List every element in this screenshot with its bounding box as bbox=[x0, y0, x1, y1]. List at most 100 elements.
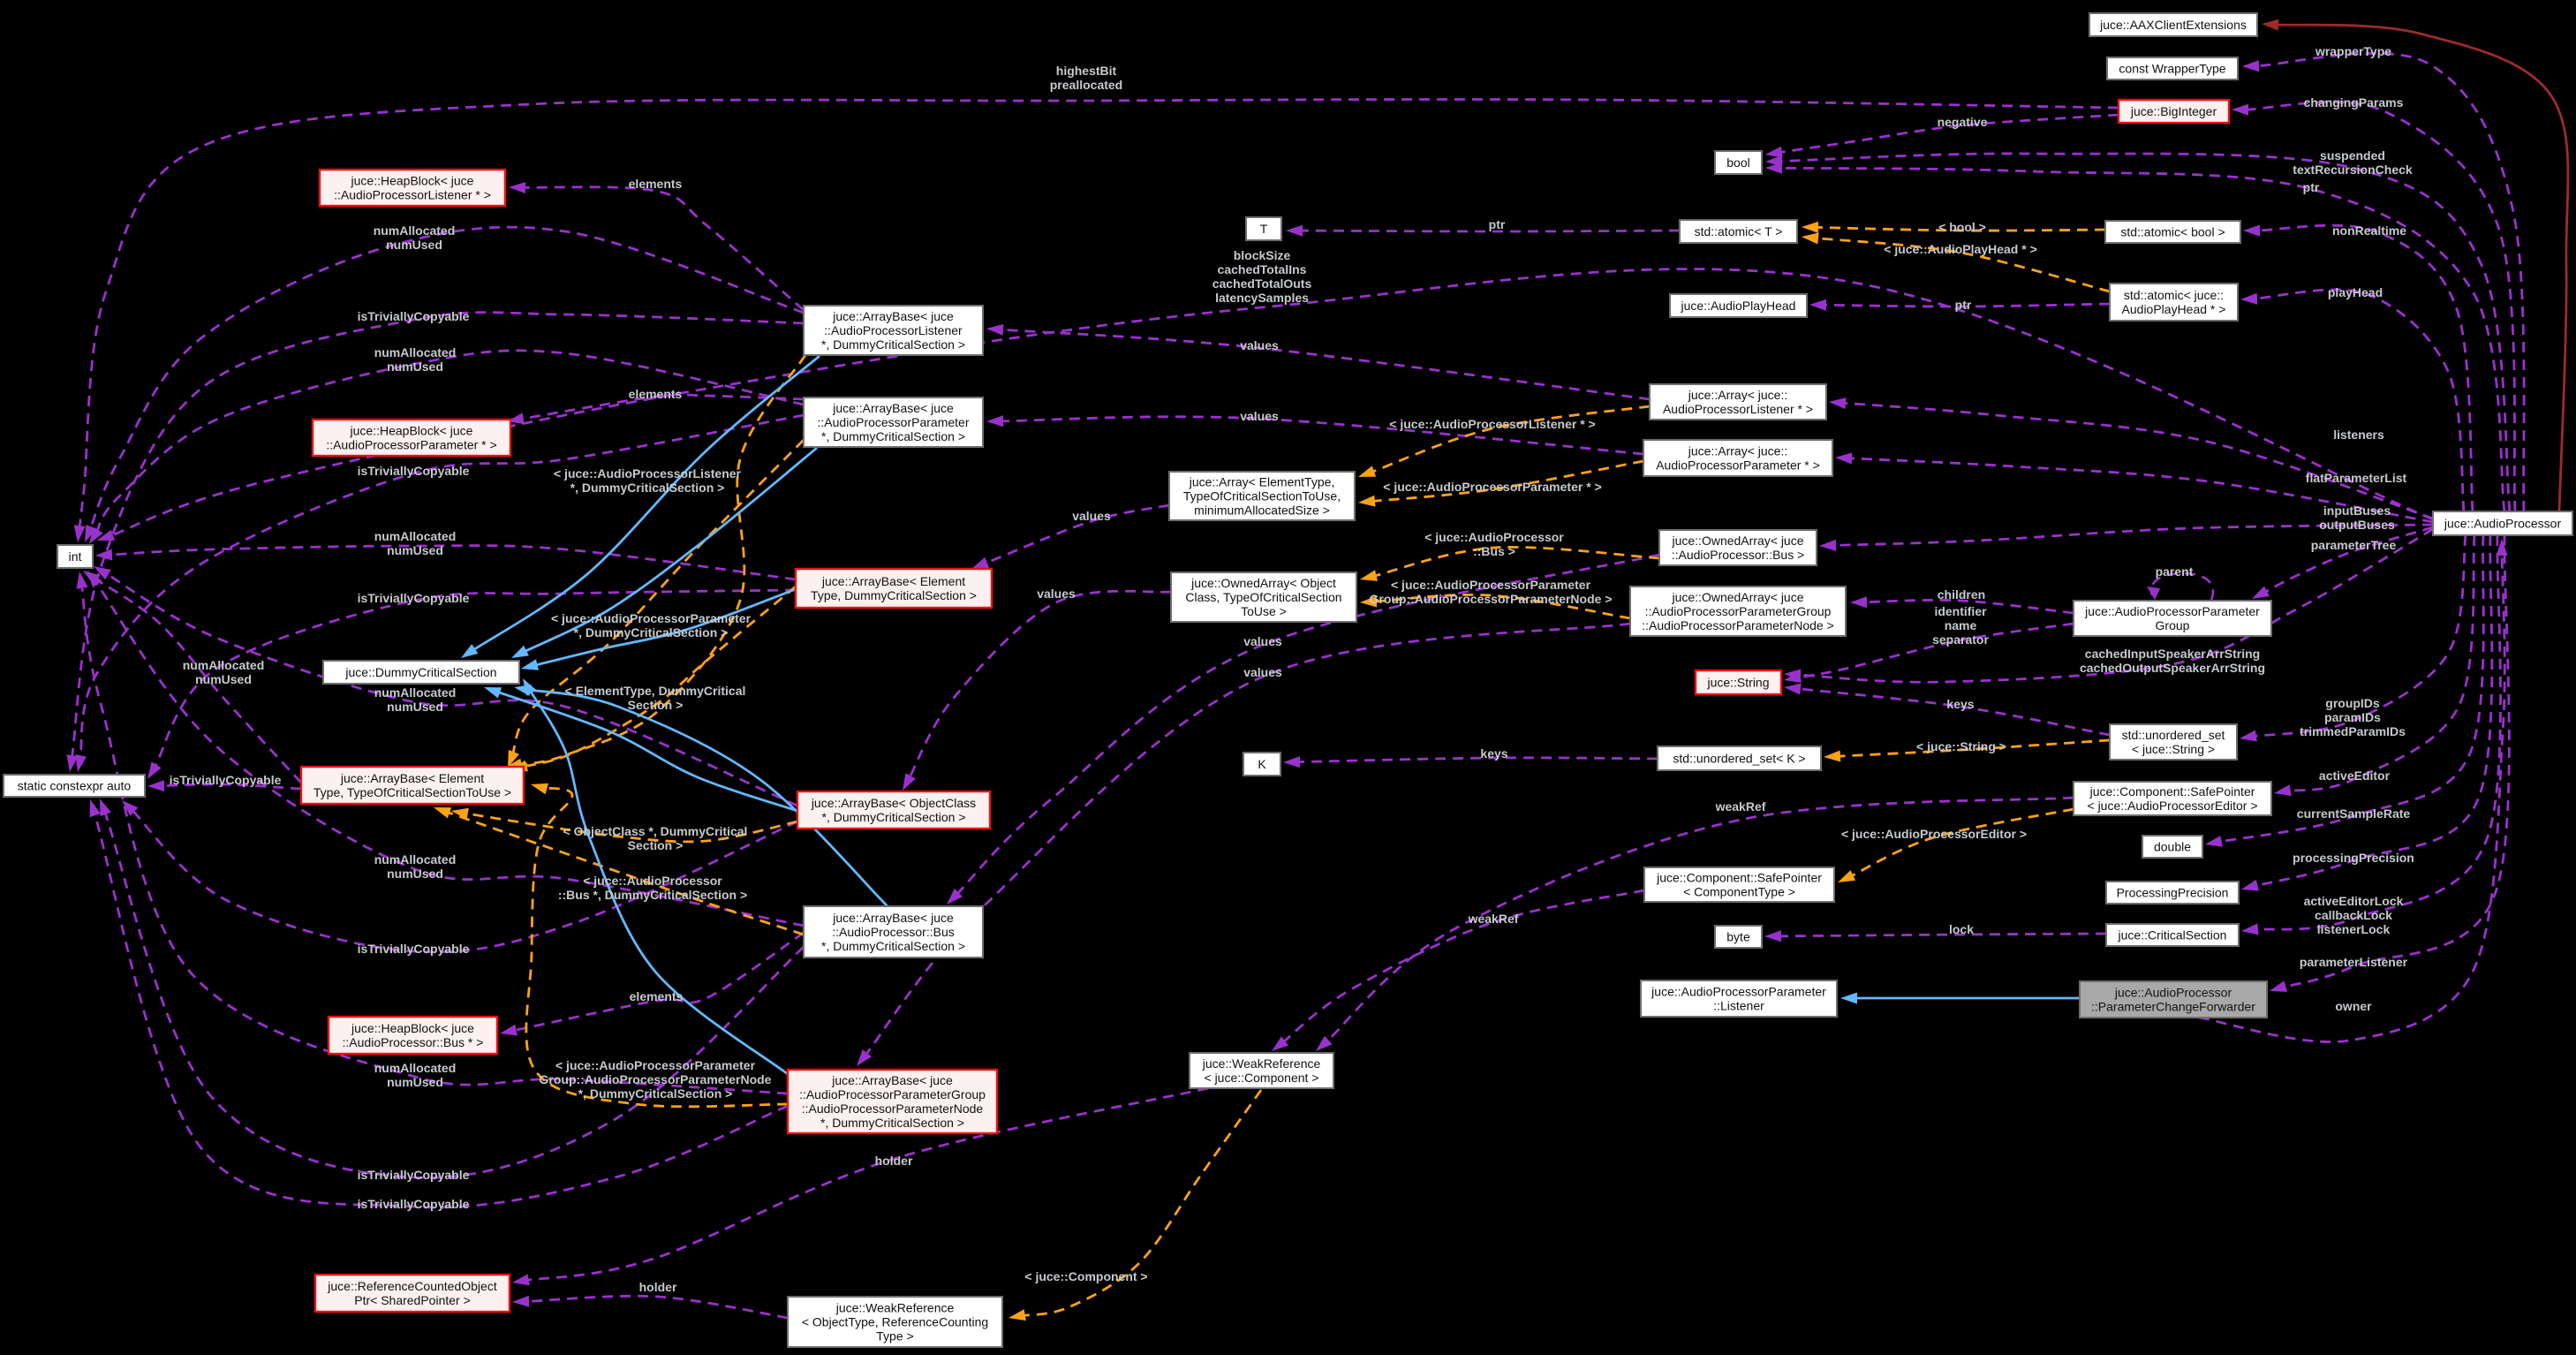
svg-text:std::unordered_set< juce::Stri: std::unordered_set< juce::String > bbox=[2122, 728, 2225, 756]
svg-text:juce::String: juce::String bbox=[1706, 675, 1769, 689]
svg-text:T: T bbox=[1260, 222, 1268, 236]
svg-text:< juce::AudioProcessor::Bus >: < juce::AudioProcessor::Bus > bbox=[1424, 530, 1564, 558]
svg-text:juce::ArrayBase< ElementType,: juce::ArrayBase< ElementType, TypeOfCrit… bbox=[314, 771, 511, 799]
svg-text:juce::WeakReference< juce::Com: juce::WeakReference< juce::Component > bbox=[1202, 1056, 1321, 1085]
svg-text:juce::ArrayBase< juce::AudioPr: juce::ArrayBase< juce::AudioProcessorPar… bbox=[799, 1073, 986, 1130]
svg-text:isTriviallyCopyable: isTriviallyCopyable bbox=[358, 464, 470, 478]
svg-text:isTriviallyCopyable: isTriviallyCopyable bbox=[358, 1197, 470, 1211]
svg-text:values: values bbox=[1240, 409, 1279, 423]
svg-text:negative: negative bbox=[1938, 115, 1988, 129]
svg-text:juce::CriticalSection: juce::CriticalSection bbox=[2118, 927, 2227, 942]
svg-text:processingPrecision: processingPrecision bbox=[2293, 851, 2414, 865]
svg-text:juce::ArrayBase< juce::AudioPr: juce::ArrayBase< juce::AudioProcessorPar… bbox=[818, 401, 970, 443]
svg-text:values: values bbox=[1243, 634, 1282, 648]
svg-text:wrapperType: wrapperType bbox=[2315, 44, 2391, 58]
svg-text:holder: holder bbox=[639, 1280, 677, 1294]
svg-text:< juce::Component >: < juce::Component > bbox=[1024, 1269, 1147, 1283]
svg-text:juce::HeapBlock< juce::AudioPr: juce::HeapBlock< juce::AudioProcessorLis… bbox=[334, 173, 491, 201]
svg-text:flatParameterList: flatParameterList bbox=[2306, 471, 2407, 485]
svg-text:children: children bbox=[1938, 587, 1985, 602]
svg-text:holder: holder bbox=[875, 1154, 913, 1168]
svg-text:lock: lock bbox=[1949, 922, 1974, 936]
svg-text:std::atomic< juce::AudioPlayHe: std::atomic< juce::AudioPlayHead * > bbox=[2122, 288, 2226, 316]
svg-text:changingParams: changingParams bbox=[2304, 95, 2404, 110]
svg-text:values: values bbox=[1243, 665, 1282, 679]
svg-text:listeners: listeners bbox=[2333, 428, 2384, 442]
svg-text:juce::ArrayBase< juce::AudioPr: juce::ArrayBase< juce::AudioProcessorLis… bbox=[821, 309, 965, 352]
svg-text:const WrapperType: const WrapperType bbox=[2119, 61, 2225, 75]
svg-text:isTriviallyCopyable: isTriviallyCopyable bbox=[170, 773, 282, 787]
svg-text:int: int bbox=[69, 549, 82, 564]
svg-text:keys: keys bbox=[1480, 746, 1507, 761]
svg-text:juce::AAXClientExtensions: juce::AAXClientExtensions bbox=[2099, 18, 2247, 32]
svg-text:juce::BigInteger: juce::BigInteger bbox=[2130, 104, 2217, 118]
svg-text:parameterTree: parameterTree bbox=[2311, 538, 2397, 552]
svg-text:activeEditor: activeEditor bbox=[2319, 768, 2391, 783]
svg-text:playHead: playHead bbox=[2328, 285, 2383, 299]
svg-text:byte: byte bbox=[1726, 929, 1750, 943]
svg-text:parent: parent bbox=[2156, 564, 2194, 579]
svg-text:owner: owner bbox=[2335, 999, 2372, 1013]
svg-text:static constexpr auto: static constexpr auto bbox=[18, 778, 132, 792]
svg-text:elements: elements bbox=[629, 387, 683, 401]
svg-text:isTriviallyCopyable: isTriviallyCopyable bbox=[358, 591, 470, 605]
svg-text:juce::DummyCriticalSection: juce::DummyCriticalSection bbox=[344, 665, 496, 679]
svg-text:juce::AudioProcessor: juce::AudioProcessor bbox=[2444, 516, 2562, 530]
svg-text:values: values bbox=[1037, 587, 1076, 601]
svg-text:juce::AudioProcessor::Paramete: juce::AudioProcessor::ParameterChangeFor… bbox=[2091, 985, 2255, 1013]
svg-text:juce::Array< juce::AudioProces: juce::Array< juce::AudioProcessorListene… bbox=[1663, 388, 1813, 416]
svg-text:elements: elements bbox=[629, 177, 683, 191]
svg-text:juce::OwnedArray< juce::AudioP: juce::OwnedArray< juce::AudioProcessor::… bbox=[1671, 534, 1804, 562]
svg-text:< juce::AudioProcessorParamete: < juce::AudioProcessorParameter * > bbox=[1383, 480, 1601, 494]
svg-text:< juce::AudioProcessor::Bus *,: < juce::AudioProcessor::Bus *, DummyCrit… bbox=[558, 874, 747, 902]
svg-text:juce::Array< ElementType,TypeO: juce::Array< ElementType,TypeOfCriticalS… bbox=[1183, 474, 1341, 517]
svg-text:weakRef: weakRef bbox=[1715, 799, 1766, 814]
svg-text:juce::OwnedArray< ObjectClass,: juce::OwnedArray< ObjectClass, TypeOfCri… bbox=[1185, 576, 1341, 618]
svg-text:juce::HeapBlock< juce::AudioPr: juce::HeapBlock< juce::AudioProcessor::B… bbox=[343, 1021, 484, 1049]
svg-text:ptr: ptr bbox=[1489, 217, 1506, 231]
svg-text:std::unordered_set< K >: std::unordered_set< K > bbox=[1673, 751, 1805, 765]
svg-text:juce::ArrayBase< juce::AudioPr: juce::ArrayBase< juce::AudioProcessor::B… bbox=[821, 911, 965, 953]
svg-text:< ObjectClass *, DummyCritical: < ObjectClass *, DummyCriticalSection > bbox=[563, 824, 748, 852]
svg-text:ptr: ptr bbox=[2303, 180, 2320, 194]
svg-text:std::atomic< bool >: std::atomic< bool > bbox=[2120, 224, 2225, 238]
svg-text:nonRealtime: nonRealtime bbox=[2332, 223, 2406, 238]
svg-text:juce::HeapBlock< juce::AudioPr: juce::HeapBlock< juce::AudioProcessorPar… bbox=[326, 423, 496, 451]
svg-text:< juce::AudioProcessorListener: < juce::AudioProcessorListener*, DummyCr… bbox=[554, 466, 742, 495]
svg-text:ptr: ptr bbox=[1955, 298, 1972, 312]
svg-text:< juce::AudioProcessorParamete: < juce::AudioProcessorParameterGroup::Au… bbox=[540, 1058, 772, 1101]
svg-text:keys: keys bbox=[1946, 697, 1974, 711]
svg-text:ProcessingPrecision: ProcessingPrecision bbox=[2117, 885, 2229, 899]
svg-text:isTriviallyCopyable: isTriviallyCopyable bbox=[358, 309, 470, 323]
svg-text:< juce::AudioProcessorParamete: < juce::AudioProcessorParameterGroup::Au… bbox=[1369, 578, 1612, 606]
svg-text:< juce::String >: < juce::String > bbox=[1916, 739, 2006, 753]
svg-text:juce::ArrayBase< ObjectClass*,: juce::ArrayBase< ObjectClass*, DummyCrit… bbox=[811, 796, 976, 824]
svg-text:weakRef: weakRef bbox=[1468, 912, 1519, 926]
svg-text:juce::AudioProcessorParameterG: juce::AudioProcessorParameterGroup bbox=[2084, 604, 2260, 632]
svg-text:values: values bbox=[1240, 338, 1279, 352]
svg-text:juce::WeakReference< ObjectTyp: juce::WeakReference< ObjectType, Referen… bbox=[802, 1300, 988, 1343]
svg-text:isTriviallyCopyable: isTriviallyCopyable bbox=[358, 942, 470, 956]
svg-text:values: values bbox=[1072, 509, 1111, 523]
svg-text:juce::OwnedArray< juce::AudioP: juce::OwnedArray< juce::AudioProcessorPa… bbox=[1642, 590, 1834, 632]
svg-text:bool: bool bbox=[1726, 155, 1749, 170]
svg-text:isTriviallyCopyable: isTriviallyCopyable bbox=[358, 1168, 470, 1182]
svg-text:< bool >: < bool > bbox=[1938, 220, 1986, 234]
svg-text:< ElementType, DummyCriticalSe: < ElementType, DummyCriticalSection > bbox=[565, 684, 746, 712]
svg-text:juce::ArrayBase< ElementType,: juce::ArrayBase< ElementType, DummyCriti… bbox=[811, 574, 977, 602]
svg-text:parameterListener: parameterListener bbox=[2300, 955, 2408, 969]
